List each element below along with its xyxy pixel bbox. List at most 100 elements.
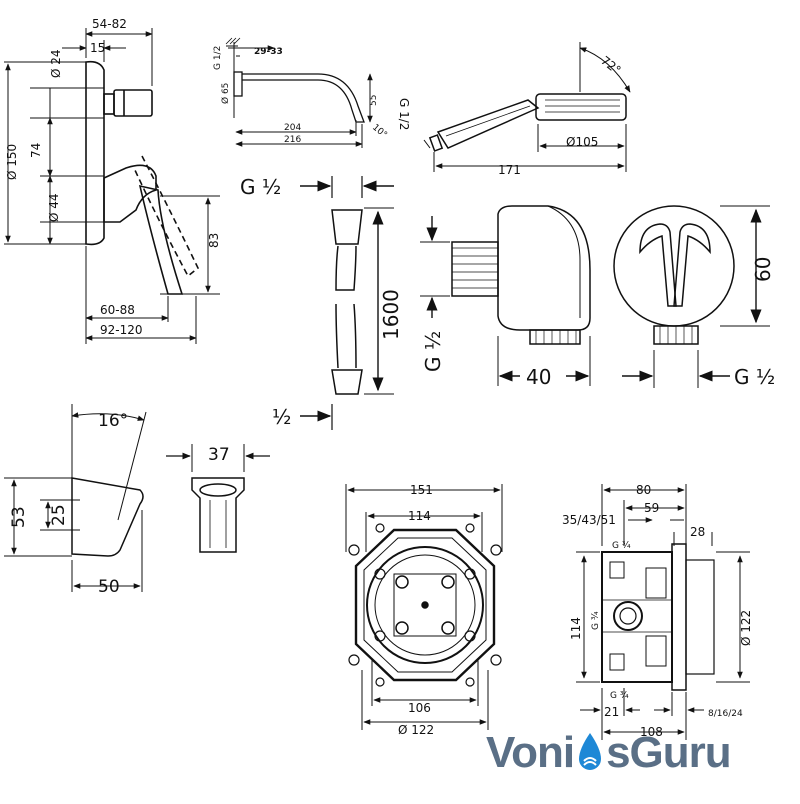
mixer-dim-lever-height: 83 [207, 233, 221, 248]
shower-arm-length-outer: 216 [284, 135, 301, 145]
mixer-lever-handle [138, 184, 184, 295]
box-side-cover [685, 559, 715, 675]
hand-shower-handle [436, 99, 540, 149]
box-side-flange [671, 543, 687, 691]
elbow-thread-bottom-label: G ½ [734, 365, 775, 389]
box-front-octagon [354, 528, 496, 682]
mixer-diverter-knob [113, 89, 153, 117]
elbow-labels: G ½ 40 G ½ 60 [421, 257, 775, 389]
hose-lower-section [335, 303, 357, 369]
elbow-thread-side-label: G ½ [421, 331, 445, 372]
hose-length: 1600 [379, 289, 403, 340]
mixer-dim-lever-reach: 60-88 [100, 303, 135, 317]
elbow-side-view [420, 205, 591, 386]
hose-top-fitting [331, 209, 363, 245]
box-side-flange-dim: 28 [690, 525, 705, 539]
holder-side-body [71, 477, 144, 557]
shower-arm-wall: 29-33 [254, 47, 283, 57]
box-front-inner: 114 [408, 509, 431, 523]
watermark-logo: Voni s Guru [486, 728, 732, 778]
holder-height-inner: 25 [49, 504, 69, 526]
box-side-thread-mid: G ¾ [591, 611, 601, 630]
box-front-labels: 151 114 106 Ø 122 [398, 483, 434, 737]
box-side-thread-bottom: G ¾ [610, 691, 629, 701]
elbow-front-disc [613, 205, 735, 327]
mixer-wall-plate [85, 60, 105, 246]
box-front-outer-dia: Ø 122 [398, 723, 434, 737]
hand-shower-length: 171 [498, 163, 521, 177]
box-side-view [576, 484, 750, 740]
shower-arm-angle: 10° [370, 123, 389, 141]
box-front-outer: 151 [410, 483, 433, 497]
holder-front-view [166, 444, 270, 553]
box-side-labels: 80 59 35/43/51 28 G ¾ 114 G ¾ Ø 122 G ¾ … [562, 483, 753, 739]
elbow-front-left-mark [639, 223, 677, 307]
holder-side-view [4, 404, 147, 592]
hand-shower-thread: G 1/2 [397, 98, 411, 130]
box-side-body [601, 551, 673, 683]
mixer-diverter-stem [103, 93, 115, 115]
hose-thread-bottom: ½ [272, 405, 291, 429]
mixer-dim-outlet: Ø 24 [49, 49, 63, 78]
shower-arm-flange-dia: Ø 65 [220, 83, 231, 104]
elbow-height: 60 [751, 257, 775, 282]
mixer-lever-alt-position [133, 155, 199, 278]
shower-arm-length-inner: 204 [284, 123, 301, 133]
holder-width: 37 [208, 445, 230, 465]
hand-shower-view [423, 42, 631, 172]
box-side-depth: 108 [640, 725, 663, 739]
shower-arm-thread: G 1/2 [213, 46, 223, 70]
shower-arm-drop: 55 [369, 95, 379, 106]
holder-front-cup [199, 483, 237, 497]
holder-labels: 16° 53 25 50 37 [9, 411, 230, 597]
elbow-body [497, 205, 591, 331]
box-side-options: 35/43/51 [562, 513, 616, 527]
holder-depth: 50 [98, 577, 120, 597]
elbow-front-right-mark [673, 223, 711, 307]
watermark-text-2: s [606, 728, 631, 777]
shower-arm-pipe [242, 73, 365, 123]
box-side-height: 114 [569, 617, 583, 640]
elbow-depth: 40 [526, 365, 551, 389]
mixer-dim-spacing: 74 [29, 143, 43, 158]
box-side-offset-bottom: 21 [604, 705, 619, 719]
mixer-lever-body [103, 164, 157, 223]
box-front-inner-bottom: 106 [408, 701, 431, 715]
hand-shower-labels: G 1/2 72° Ø105 171 [397, 53, 624, 177]
holder-angle: 16° [98, 411, 128, 431]
hand-shower-head [535, 93, 627, 121]
box-side-mid: 59 [644, 501, 659, 515]
box-front-view [345, 484, 503, 730]
holder-front-body [191, 477, 245, 553]
box-front-ring [366, 546, 484, 664]
hose-upper-section [335, 245, 357, 291]
water-drop-icon [575, 731, 605, 775]
elbow-front-view [613, 205, 770, 388]
box-side-port [613, 601, 643, 631]
hose-thread-top: G ½ [240, 175, 281, 199]
holder-height-total: 53 [9, 506, 29, 528]
shower-arm-flange [233, 71, 243, 97]
box-side-dia: Ø 122 [739, 610, 753, 646]
elbow-thread-bottom [529, 329, 581, 345]
mixer-dim-plate-offset: 15 [90, 41, 105, 55]
watermark-text-1: Voni [486, 728, 575, 777]
box-side-options-bottom: 8/16/24 [708, 709, 743, 719]
box-side-thread-top: G ¾ [612, 541, 631, 551]
hose-bottom-fitting [331, 369, 363, 395]
mixer-labels: 54-82 15 Ø 24 Ø 150 74 Ø 44 83 60-88 92-… [5, 17, 221, 337]
mixer-view [4, 28, 220, 344]
elbow-thread-side [451, 241, 499, 297]
mixer-dim-lower: Ø 44 [47, 193, 61, 222]
watermark-text-3: Guru [629, 728, 732, 777]
mixer-dim-plate: Ø 150 [5, 144, 19, 180]
hose-labels: G ½ 1600 ½ [240, 175, 403, 429]
box-side-overall: 80 [636, 483, 651, 497]
hand-shower-head-dia: Ø105 [566, 135, 598, 149]
hand-shower-angle: 72° [598, 53, 623, 77]
shower-arm-view [225, 37, 373, 148]
hose-view [300, 176, 394, 430]
mixer-dim-depth: 54-82 [92, 17, 127, 31]
